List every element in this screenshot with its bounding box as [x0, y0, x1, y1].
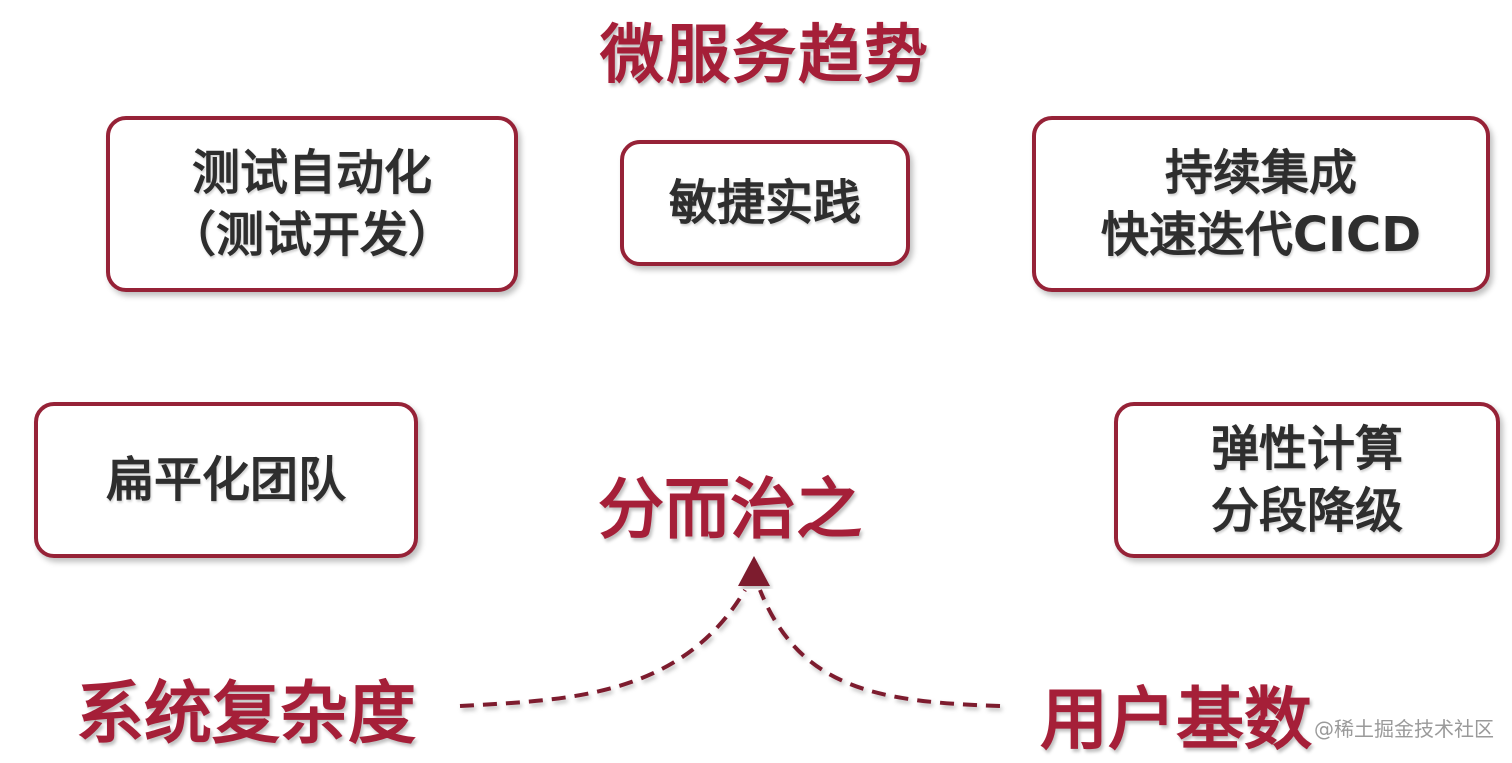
box-continuous-integration: 持续集成 快速迭代CICD	[1032, 116, 1490, 292]
center-label: 分而治之	[598, 471, 862, 548]
diagram-title: 微服务趋势	[600, 19, 930, 93]
dashed-arrow-right	[758, 589, 1001, 708]
box-elastic-compute: 弹性计算 分段降级	[1114, 402, 1500, 558]
box-elastic-line1: 弹性计算	[1210, 421, 1403, 477]
box-elastic-line2: 分段降级	[1210, 483, 1403, 539]
dashed-arrow-left	[459, 588, 747, 708]
box-agile: 敏捷实践	[620, 140, 910, 266]
box-test-automation: 测试自动化 （测试开发）	[106, 116, 518, 292]
left-label: 系统复杂度	[76, 675, 417, 754]
right-label: 用户基数	[1040, 681, 1313, 760]
box-ci-line2: 快速迭代CICD	[1100, 207, 1422, 263]
arrowhead-icon	[738, 556, 770, 586]
box-flat-team: 扁平化团队	[34, 402, 418, 558]
box-ci-line1: 持续集成	[1164, 145, 1357, 201]
box-agile-line1: 敏捷实践	[668, 175, 861, 231]
box-flat-team-line1: 扁平化团队	[105, 452, 346, 508]
box-test-automation-line2: （测试开发）	[167, 207, 456, 263]
watermark: @稀土掘金技术社区	[1314, 717, 1494, 741]
box-test-automation-line1: 测试自动化	[191, 145, 432, 201]
